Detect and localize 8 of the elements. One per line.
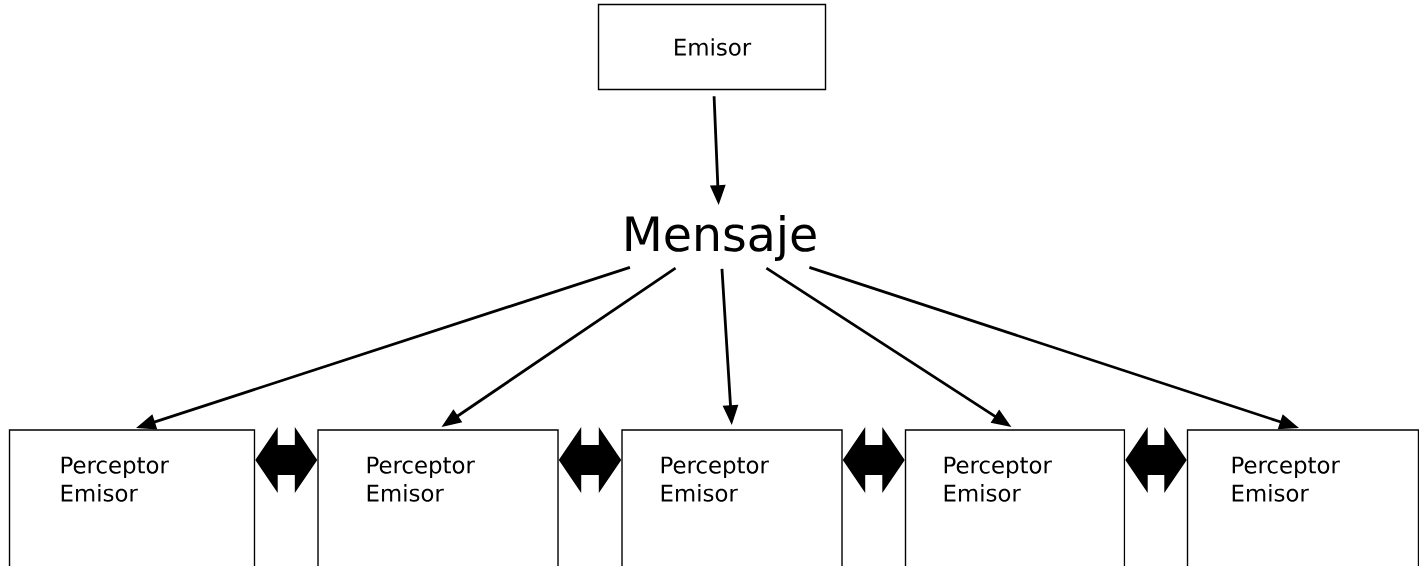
receiver-box: Perceptor Emisor: [904, 429, 1126, 566]
receiver-box: Perceptor Emisor: [8, 429, 256, 566]
receiver-box: Perceptor Emisor: [621, 429, 843, 566]
sender-box: Emisor: [597, 3, 827, 91]
receiver-box: Perceptor Emisor: [317, 429, 559, 566]
message-label: Mensaje: [626, 215, 816, 261]
receiver-box: Perceptor Emisor: [1186, 429, 1419, 566]
double-arrow: [1125, 426, 1187, 493]
